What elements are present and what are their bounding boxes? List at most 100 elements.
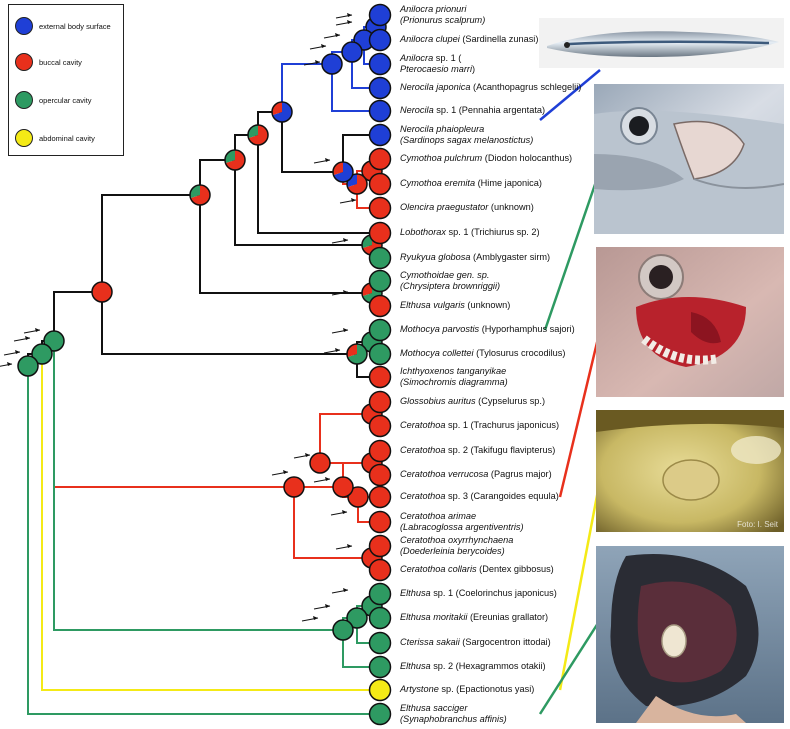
fish-mouth-photo — [596, 247, 784, 397]
taxon-genus: Ceratothoa — [400, 445, 445, 455]
taxon-genus: Artystone — [400, 684, 439, 694]
tip-node — [370, 512, 391, 533]
tip-node — [370, 465, 391, 486]
state-circle — [310, 453, 330, 473]
taxon-host: (Acanthopagrus schlegelii) — [470, 82, 581, 92]
ancestral-node — [272, 102, 292, 122]
taxon-label-line: Pterocaesio marri) — [400, 64, 475, 75]
tree-branch — [54, 341, 294, 487]
taxon-label-line: (Prionurus scalprum) — [400, 15, 485, 26]
taxon-label: Ichthyoxenos tanganyikae(Simochromis dia… — [400, 366, 508, 388]
taxon-host: sp. 2 (Hexagrammos otakii) — [431, 661, 546, 671]
taxon-label-line: Artystone sp. (Epactionotus yasi) — [400, 684, 534, 695]
taxon-label-line: Ceratothoa oxyrrhynchaena — [400, 535, 513, 546]
tip-node — [370, 30, 391, 51]
taxon-label: Ceratothoa oxyrrhynchaena(Doederleinia b… — [400, 535, 513, 557]
taxon-label: Cterissa sakaii (Sargocentron ittodai) — [400, 637, 551, 648]
taxon-genus: Cymothoa eremita — [400, 178, 475, 188]
legend-swatch-buccal — [15, 53, 33, 71]
taxon-genus: Cterissa sakaii — [400, 637, 460, 647]
tree-branch — [42, 354, 380, 690]
transition-arrowhead — [342, 510, 347, 514]
transition-arrowhead — [347, 544, 352, 548]
taxon-label: Ceratothoa arimae(Labracoglossa argentiv… — [400, 511, 524, 533]
taxon-genus: Glossobius auritus — [400, 396, 476, 406]
tip-node — [370, 657, 391, 678]
taxon-label-line: Olencira praegustator (unknown) — [400, 202, 534, 213]
taxon-genus: Ceratothoa collaris — [400, 564, 477, 574]
taxon-host: ) — [472, 64, 475, 74]
taxon-label: Artystone sp. (Epactionotus yasi) — [400, 684, 534, 695]
state-circle — [370, 465, 391, 486]
taxon-label-line: Ceratothoa sp. 1 (Trachurus japonicus) — [400, 420, 559, 431]
state-circle — [370, 704, 391, 725]
ancestral-node — [310, 453, 330, 473]
taxon-genus: Anilocra prionuri — [400, 4, 466, 14]
state-circle — [370, 149, 391, 170]
ancestral-node — [92, 282, 112, 302]
state-circle — [370, 101, 391, 122]
open-mouth-fish-photo — [596, 546, 784, 723]
state-circle — [333, 620, 353, 640]
state-circle — [284, 477, 304, 497]
photo-watermark: Foto: I. Seit — [737, 520, 778, 529]
state-circle — [92, 282, 112, 302]
tip-node — [370, 633, 391, 654]
taxon-label: Nerocila phaiopleura(Sardinops sagax mel… — [400, 124, 533, 146]
state-circle — [370, 392, 391, 413]
transition-arrowhead — [343, 328, 348, 332]
taxon-label-line: Cymothoidae gen. sp. — [400, 270, 500, 281]
taxon-label-line: Ceratothoa arimae — [400, 511, 524, 522]
ancestral-node — [225, 150, 245, 170]
tip-node — [370, 416, 391, 437]
taxon-host: sp. 3 (Carangoides equula) — [445, 491, 558, 501]
taxon-label: Ceratothoa sp. 3 (Carangoides equula) — [400, 491, 559, 502]
tip-node — [370, 487, 391, 508]
taxon-label: Anilocra sp. 1 (Pterocaesio marri) — [400, 53, 475, 75]
state-circle — [370, 657, 391, 678]
tip-node — [370, 271, 391, 292]
tip-node — [370, 344, 391, 365]
taxon-genus: Mothocya collettei — [400, 348, 474, 358]
taxon-label: Anilocra clupei (Sardinella zunasi) — [400, 34, 538, 45]
taxon-label-line: Mothocya parvostis (Hyporhamphus sajori) — [400, 324, 575, 335]
taxon-genus: Ichthyoxenos tanganyikae — [400, 366, 506, 376]
taxon-label: Nerocila sp. 1 (Pennahia argentata) — [400, 105, 545, 116]
taxon-host: (Cypselurus sp.) — [476, 396, 545, 406]
tip-node — [370, 174, 391, 195]
legend-label-abdominal: abdominal cavity — [39, 134, 95, 143]
tree-branch — [282, 112, 343, 172]
taxon-genus: Mothocya parvostis — [400, 324, 479, 334]
state-circle — [333, 477, 353, 497]
ancestral-node — [190, 185, 210, 205]
state-circle — [370, 487, 391, 508]
taxon-label: Nerocila japonica (Acanthopagrus schlege… — [400, 82, 581, 93]
taxon-host: (Tylosurus crocodilus) — [474, 348, 566, 358]
tip-node — [370, 584, 391, 605]
taxon-host: sp. 1 (Coelorinchus japonicus) — [431, 588, 557, 598]
abdominal-cavity-photo: Foto: I. Seit — [596, 410, 784, 532]
taxon-label-line: (Chrysiptera brownriggii) — [400, 281, 500, 292]
state-circle — [370, 344, 391, 365]
photo-connector-line — [545, 170, 600, 330]
taxon-genus: Ceratothoa — [400, 420, 445, 430]
tree-branch — [28, 366, 380, 714]
taxon-genus: Lobothorax — [400, 227, 446, 237]
transition-arrowhead — [7, 362, 12, 366]
taxon-label-line: (Doederleinia berycoides) — [400, 546, 513, 557]
taxon-genus: Ceratothoa — [400, 491, 445, 501]
fish-head-gill-photo — [594, 84, 784, 234]
taxon-genus: Ryukyua globosa — [400, 252, 470, 262]
taxon-genus: (Sardinops sagax melanostictus) — [400, 135, 533, 145]
ancestral-node — [284, 477, 304, 497]
taxon-host: (Ereunias grallator) — [467, 612, 548, 622]
taxon-label: Olencira praegustator (unknown) — [400, 202, 534, 213]
taxon-host: (Hime japonica) — [475, 178, 542, 188]
state-circle — [370, 680, 391, 701]
taxon-genus: Olencira praegustator — [400, 202, 488, 212]
transition-arrowhead — [35, 328, 40, 332]
legend-swatch-external — [15, 17, 33, 35]
state-circle — [370, 584, 391, 605]
taxon-genus: Anilocra clupei — [400, 34, 460, 44]
taxon-label: Ryukyua globosa (Amblygaster sirm) — [400, 252, 550, 263]
